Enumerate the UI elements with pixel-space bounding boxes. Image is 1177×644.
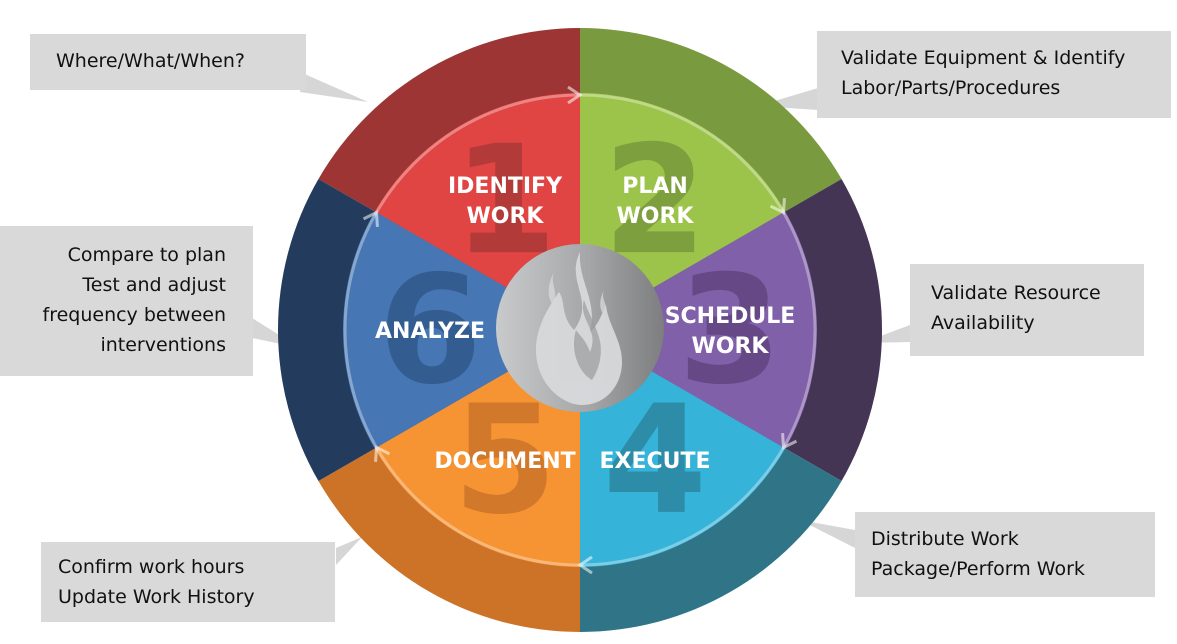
flame-icon bbox=[535, 252, 622, 405]
flow-arrow-icon bbox=[567, 85, 583, 105]
segment-3[interactable] bbox=[580, 211, 817, 449]
callout-execute: Distribute Work Package/Perform Work bbox=[855, 512, 1155, 597]
segment-label: WORK bbox=[692, 334, 770, 359]
segment-number: 6 bbox=[378, 244, 482, 418]
segment-label: SCHEDULE bbox=[665, 304, 796, 329]
callout-text: Test and adjust bbox=[82, 274, 226, 296]
segment-number: 3 bbox=[678, 244, 782, 418]
flow-arrow-icon bbox=[577, 555, 593, 575]
segment-label: WORK bbox=[467, 204, 545, 229]
flow-arrow-icon bbox=[374, 445, 391, 462]
segment-label: EXECUTE bbox=[599, 449, 710, 474]
callout-text: Validate Equipment & Identify bbox=[841, 47, 1126, 69]
callout-analyze: Compare to plan Test and adjust frequenc… bbox=[0, 226, 253, 376]
callout-text: Package/Perform Work bbox=[871, 558, 1085, 580]
callout-schedule: Validate Resource Availability bbox=[910, 264, 1144, 356]
callout-text: Availability bbox=[931, 312, 1035, 334]
segment-number: 4 bbox=[603, 374, 707, 548]
flow-arrow-icon bbox=[769, 198, 786, 215]
flow-arrow-icon bbox=[781, 433, 798, 450]
segment-number: 5 bbox=[453, 374, 557, 548]
callout-text: Update Work History bbox=[58, 586, 255, 608]
flame-inner-icon bbox=[573, 300, 601, 380]
callout-text: Validate Resource bbox=[931, 282, 1101, 304]
segment-label: WORK bbox=[617, 204, 695, 229]
callout-text: Where/What/When? bbox=[56, 50, 245, 72]
segment-label: DOCUMENT bbox=[434, 449, 575, 474]
callout-plan: Validate Equipment & Identify Labor/Part… bbox=[817, 31, 1171, 118]
segment-label: PLAN bbox=[622, 174, 688, 199]
callout-text: Distribute Work bbox=[871, 528, 1019, 550]
segment-label: IDENTIFY bbox=[448, 174, 563, 199]
segment-6[interactable] bbox=[343, 211, 580, 449]
callout-text: Confirm work hours bbox=[58, 556, 245, 578]
callout-document: Confirm work hours Update Work History bbox=[41, 542, 335, 622]
segment-labels: IDENTIFY WORK PLAN WORK SCHEDULE WORK EXECUTE D… bbox=[375, 174, 795, 474]
flow-arrow-icon bbox=[362, 210, 379, 227]
callout-identify: Where/What/When? bbox=[30, 34, 306, 90]
callout-text: Compare to plan bbox=[67, 244, 226, 266]
hub bbox=[496, 244, 664, 412]
segment-label: ANALYZE bbox=[375, 319, 485, 344]
callout-text: interventions bbox=[100, 334, 226, 356]
flow-arrows bbox=[362, 85, 798, 575]
callout-text: Labor/Parts/Procedures bbox=[841, 77, 1061, 99]
callout-text: frequency between bbox=[42, 304, 227, 326]
